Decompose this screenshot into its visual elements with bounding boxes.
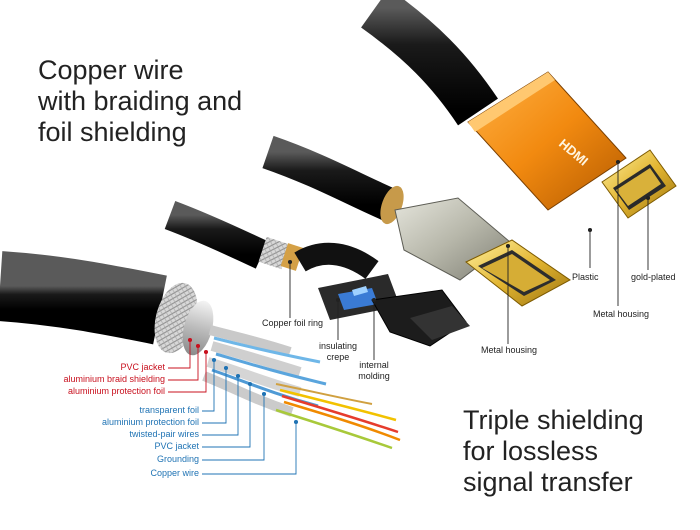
label-pvc-jacket-inner: PVC jacket [154,441,199,451]
label-insulating-crepe: insulating crepe [318,341,358,362]
headline-top-line-2: with braiding and [38,86,243,116]
label-plastic: Plastic [572,272,599,282]
label-aluminium-protection-foil-inner: aluminium protection foil [101,417,199,427]
colored-wires [275,383,401,450]
label-gold-plated: gold-plated [631,272,676,282]
dark-leader-lines [287,159,651,360]
headline-top-line-1: Copper wire [38,55,184,85]
headline-top: Copper wire with braiding and foil shiel… [38,55,242,148]
red-leader-lines [168,337,209,393]
headline-bottom-line-2: for lossless [463,436,599,466]
label-grounding: Grounding [156,454,199,464]
label-internal-molding: internal molding [358,360,390,381]
label-metal-housing-orange: Metal housing [593,309,650,319]
label-twisted-pair-wires: twisted-pair wires [129,429,199,439]
label-copper-foil-ring: Copper foil ring [262,318,324,328]
headline-bottom-line-1: Triple shielding [463,405,644,435]
label-transparent-foil: transparent foil [139,405,199,415]
label-pvc-jacket-outer: PVC jacket [120,362,165,372]
twisted-pair-bundles [202,325,327,417]
cable-1-cutaway [0,251,401,450]
headline-bottom: Triple shielding for lossless signal tra… [463,405,644,498]
label-metal-housing-grey: Metal housing [481,345,538,355]
cable-2-internal [164,200,470,347]
label-aluminium-protection-foil-outer: aluminium protection foil [67,386,165,396]
blue-leader-lines [202,357,299,475]
label-aluminium-braid-shielding: aluminium braid shielding [63,374,165,384]
headline-bottom-line-3: signal transfer [463,467,633,497]
cable-3-grey-hdmi [262,135,571,307]
cable-4-orange-hdmi: HDMI [361,0,677,219]
headline-top-line-3: foil shielding [38,117,187,147]
label-copper-wire: Copper wire [150,468,199,478]
